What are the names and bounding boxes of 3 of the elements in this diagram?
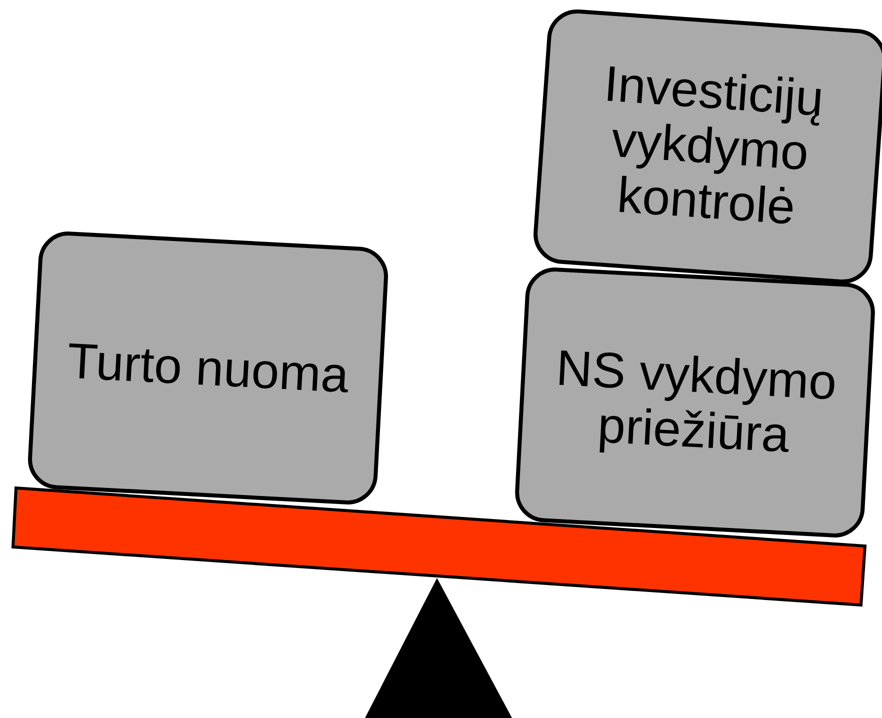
label-card: Turto nuoma	[26, 230, 390, 506]
label-card: Investicijų vykdymo kontrolė	[532, 6, 882, 286]
label-card: NS vykdymo priežiūra	[514, 266, 876, 538]
